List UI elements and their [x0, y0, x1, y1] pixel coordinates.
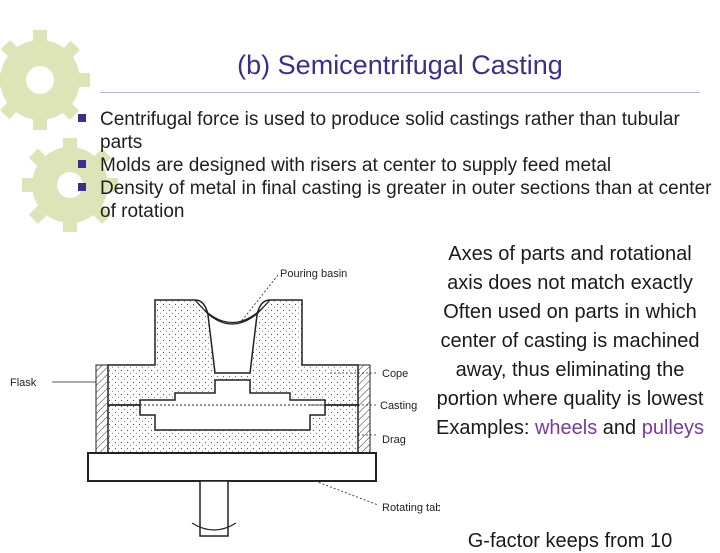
semicentrifugal-mold-diagram: Pouring basin Flask Cope Casting Drag Ro…	[10, 268, 440, 537]
label-cope: Cope	[382, 368, 408, 380]
label-casting: Casting	[380, 400, 417, 412]
example-wheels: wheels	[534, 417, 598, 439]
note-axes: Axes of parts and rotational axis does n…	[447, 243, 693, 294]
gear-icon	[22, 138, 118, 232]
bullet-icon	[78, 114, 86, 122]
examples-label: Examples:	[436, 417, 535, 439]
pouring-basin	[194, 299, 271, 325]
label-flask: Flask	[10, 377, 37, 389]
label-drag: Drag	[382, 434, 406, 446]
flask-right-wall	[357, 364, 371, 454]
gear-icon	[0, 30, 90, 130]
label-pouring-basin: Pouring basin	[280, 268, 347, 280]
bullet-icon	[78, 160, 86, 168]
rotation-arrow-icon	[191, 522, 237, 531]
note-gfactor: G-factor keeps from 10	[467, 530, 673, 552]
example-pulleys: pulleys	[641, 417, 704, 439]
note-usage: Often used on parts in which center of c…	[436, 301, 704, 410]
bullet-item: Centrifugal force is used to produce sol…	[78, 108, 718, 154]
bullet-list: Centrifugal force is used to produce sol…	[78, 108, 718, 223]
bullet-icon	[78, 183, 86, 191]
rotation-shaft	[199, 480, 229, 537]
bullet-item: Molds are designed with risers at center…	[78, 154, 718, 177]
flask-left-wall	[95, 364, 109, 454]
slide-title: (b) Semicentrifugal Casting	[237, 50, 563, 80]
bullet-text: Density of metal in final casting is gre…	[100, 178, 712, 222]
title-divider	[100, 92, 700, 93]
side-notes: Axes of parts and rotational axis does n…	[436, 240, 704, 443]
bullet-item: Density of metal in final casting is gre…	[78, 177, 718, 223]
note-examples: Examples: wheels and pulleys	[436, 414, 704, 443]
bullet-text: Centrifugal force is used to produce sol…	[100, 109, 680, 153]
rotating-table	[87, 452, 377, 482]
gears-decoration	[0, 30, 118, 232]
label-rotating-table: Rotating table	[382, 502, 440, 514]
examples-and: and	[597, 417, 642, 439]
bullet-text: Molds are designed with risers at center…	[100, 155, 612, 176]
